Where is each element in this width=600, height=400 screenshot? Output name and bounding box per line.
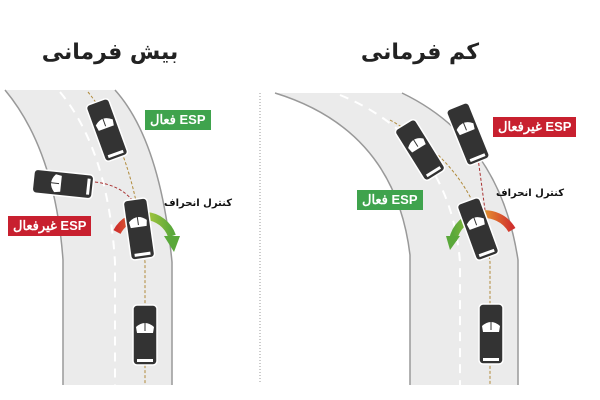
arrow-head-icon	[164, 236, 180, 252]
car-icon	[132, 304, 158, 366]
oversteer-esp-off-label: ESP غیرفعال	[8, 216, 92, 236]
oversteer-title: بیش فرمانی	[41, 40, 179, 65]
understeer-esp-off-label: ESP غیرفعال	[493, 117, 577, 137]
oversteer-esp-on-label: ESP فعال	[145, 110, 211, 130]
understeer-yaw-control-label: کنترل انحراف	[496, 188, 565, 199]
road-oversteer	[4, 89, 173, 385]
oversteer-yaw-control-label: کنترل انحراف	[164, 198, 233, 209]
understeer-esp-on-label: ESP فعال	[357, 190, 423, 210]
car-icon	[478, 303, 504, 365]
understeer-title: کم فرمانی	[360, 40, 480, 65]
arrow-head-icon	[446, 236, 460, 250]
